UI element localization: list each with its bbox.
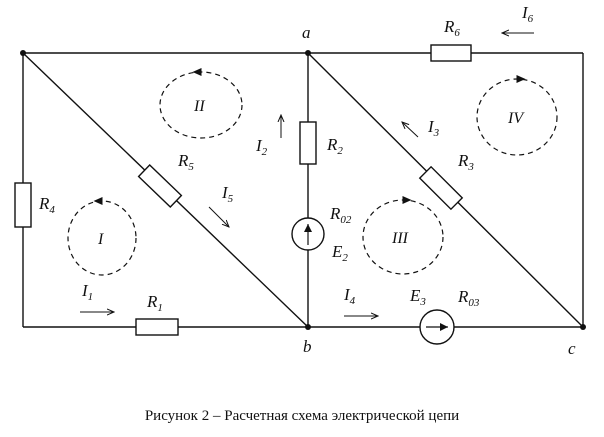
node-label-c: c: [568, 339, 576, 358]
label-i3: I3: [427, 117, 440, 139]
node-b: [305, 324, 311, 330]
figure-caption: Рисунок 2 – Расчетная схема электрическо…: [145, 408, 459, 424]
node-a: [305, 50, 311, 56]
label-r3: R3: [457, 151, 474, 173]
resistor-r6: [430, 44, 472, 62]
label-r03: R03: [457, 287, 480, 309]
label-e2: E2: [331, 242, 348, 264]
label-r2: R2: [326, 135, 343, 157]
resistor-r1: [135, 318, 179, 336]
label-e3: E3: [409, 286, 426, 308]
loop-label-ii: II: [193, 98, 205, 115]
label-i1: I1: [81, 281, 93, 303]
loop-i: [67, 197, 137, 276]
label-r6: R6: [443, 17, 460, 39]
loop-label-iii: III: [391, 230, 409, 247]
nodes: [20, 50, 586, 330]
loop-iii: [362, 196, 444, 275]
node-c: [580, 324, 586, 330]
loop-iv: [476, 75, 558, 156]
label-i6: I6: [521, 3, 534, 25]
node-label-a: a: [302, 23, 311, 42]
label-r02: R02: [329, 204, 352, 226]
resistor-r5: [137, 163, 183, 209]
label-r4: R4: [38, 194, 55, 216]
current-arrow-i5: [208, 206, 229, 227]
label-r5: R5: [177, 151, 194, 173]
resistor-r4: [14, 182, 32, 228]
loop-label-i: I: [97, 231, 104, 248]
node-label-b: b: [303, 337, 312, 356]
label-i4: I4: [343, 285, 356, 307]
label-i2: I2: [255, 136, 268, 158]
resistor-r2: [299, 121, 317, 165]
resistor-r3: [418, 165, 464, 211]
node-top-left: [20, 50, 26, 56]
source-e2: [291, 217, 325, 251]
wires: [22, 52, 584, 328]
loop-label-iv: IV: [507, 110, 525, 127]
source-e3: [419, 309, 455, 345]
loop-ii: [159, 68, 243, 139]
label-r1: R1: [146, 292, 163, 314]
current-arrow-i3: [402, 122, 419, 138]
label-i5: I5: [221, 183, 234, 205]
